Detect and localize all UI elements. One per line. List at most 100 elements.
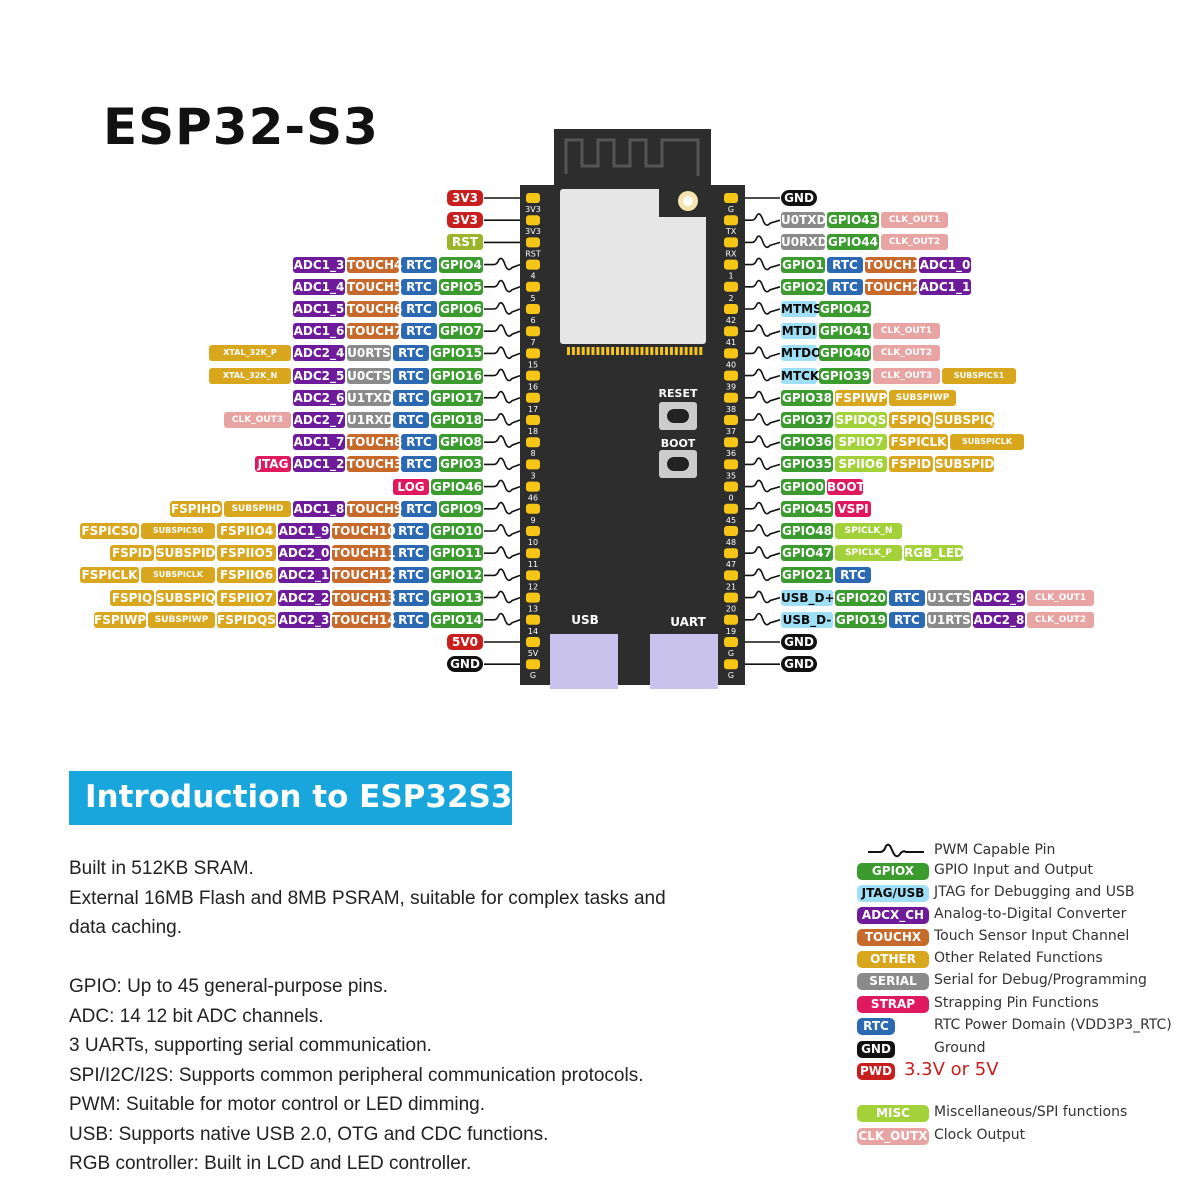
pin-label-spiio6: SPIIO6 — [835, 456, 887, 473]
pin-label-gpio48: GPIO48 — [781, 523, 833, 539]
module-pad — [581, 347, 585, 355]
intro-line: RGB controller: Built in LCD and LED con… — [69, 1153, 472, 1174]
left-header-pin — [526, 437, 540, 448]
pin-label-gpio3: GPIO3 — [439, 456, 483, 473]
right-pin-number: 2 — [728, 294, 733, 303]
pin-label-clk-out2: CLK_OUT2 — [1027, 611, 1094, 628]
pin-label-fspiio6: FSPIIO6 — [217, 567, 276, 584]
pwm-wave-icon — [745, 457, 781, 471]
right-header-pin — [724, 415, 738, 425]
left-header-pin — [526, 326, 540, 337]
pin-label-rtc: RTC — [393, 567, 429, 584]
right-header-pin — [724, 259, 738, 270]
module-pad — [650, 347, 654, 355]
intro-banner: Introduction to ESP32S3 — [69, 771, 512, 825]
pin-label-fspid: FSPID — [889, 456, 933, 473]
pin-label-gpio40: GPIO40 — [819, 345, 871, 362]
pwm-wave-icon — [745, 413, 781, 426]
left-pin-number: 16 — [528, 383, 538, 392]
right-header-pin — [724, 503, 738, 514]
reset-label: RESET — [659, 387, 698, 400]
pin-label-u1txd: U1TXD — [347, 389, 393, 406]
pin-label-gpio2: GPIO2 — [781, 278, 825, 295]
uart-connector — [650, 634, 718, 689]
pin-label-adc1-4: ADC1_4 — [293, 278, 345, 295]
legend-chip-adc: ADCX_CH — [857, 907, 929, 924]
pin-label-3v3: 3V3 — [447, 190, 483, 206]
pwm-wave-icon — [745, 435, 781, 448]
pin-label-rtc: RTC — [393, 545, 429, 562]
pin-label-gpio5: GPIO5 — [439, 278, 483, 295]
pin-label-mtck: MTCK — [781, 367, 820, 384]
pwm-wave-icon — [484, 457, 521, 471]
pwm-wave-icon — [745, 279, 781, 293]
left-pin-number: 3V3 — [525, 227, 541, 236]
legend-chip-power: PWD — [857, 1063, 895, 1080]
left-header-pin — [526, 370, 540, 381]
right-header-pin — [724, 215, 738, 226]
right-pin-number: 48 — [726, 538, 736, 547]
antenna-trace-icon — [564, 138, 700, 176]
right-pin-number: 19 — [726, 627, 736, 636]
pin-label-touch10: TOUCH10 — [332, 523, 396, 539]
pwm-wave-icon — [484, 368, 521, 382]
module-pad — [640, 347, 644, 355]
pin-label-rtc: RTC — [393, 523, 429, 539]
module-pad — [669, 347, 673, 355]
left-header-pin — [526, 614, 540, 625]
pwm-wave-icon — [484, 612, 521, 626]
pin-label-subspid: SUBSPID — [156, 545, 216, 562]
pin-label-gpio44: GPIO44 — [827, 234, 879, 251]
pin-label-gpio38: GPIO38 — [781, 389, 833, 406]
legend-text-power: 3.3V or 5V — [904, 1059, 999, 1080]
pwm-wave-icon — [868, 843, 924, 858]
pin-label-gpio39: GPIO39 — [819, 367, 871, 384]
left-pin-number: 18 — [528, 427, 538, 436]
left-pin-number: 9 — [530, 516, 535, 525]
pin-label-spiio7: SPIIO7 — [835, 434, 887, 451]
pin-label-touch6: TOUCH6 — [347, 301, 403, 317]
pin-label-gpio11: GPIO11 — [431, 545, 483, 562]
pin-label-u0cts: U0CTS — [347, 367, 391, 384]
pin-label-subspiq: SUBSPIQ — [156, 589, 216, 606]
module-pad — [655, 347, 659, 355]
reset-button-cap — [667, 409, 689, 423]
module-pad — [601, 347, 605, 355]
pin-label-gpio12: GPIO12 — [431, 567, 483, 584]
pin-label-u0rts: U0RTS — [347, 345, 391, 362]
right-header-pin — [724, 481, 738, 492]
left-header-pin — [526, 503, 540, 514]
pin-label-adc2-1: ADC2_1 — [278, 567, 330, 584]
pwm-wave-icon — [745, 590, 781, 604]
left-pin-number: 10 — [528, 538, 538, 547]
right-header-pin — [724, 570, 738, 581]
usb-connector — [550, 634, 618, 689]
left-pin-number: 5 — [530, 294, 535, 303]
pin-label-gpio0: GPIO0 — [781, 478, 825, 495]
legend-pwm-text: PWM Capable Pin — [934, 842, 1056, 858]
pwm-wave-icon — [484, 257, 521, 271]
legend-text-clk: Clock Output — [934, 1127, 1026, 1143]
right-header-pin — [724, 437, 738, 448]
pin-label-rtc: RTC — [401, 301, 437, 317]
pin-label-gpio37: GPIO37 — [781, 412, 833, 428]
right-header-pin — [724, 237, 738, 248]
pin-label-rtc: RTC — [393, 589, 429, 606]
pin-label-adc1-5: ADC1_5 — [293, 301, 345, 317]
legend-text-adc: Analog-to-Digital Converter — [934, 906, 1127, 922]
legend-chip-rtc: RTC — [857, 1018, 895, 1035]
pin-label-gpio10: GPIO10 — [431, 523, 483, 539]
right-pin-number: 38 — [726, 405, 736, 414]
module-pad — [586, 347, 590, 355]
left-header-pin — [526, 592, 540, 603]
pin-label-touch9: TOUCH9 — [347, 500, 403, 517]
right-pin-number: TX — [725, 227, 737, 236]
module-pad — [694, 347, 698, 355]
pwm-wave-icon — [745, 257, 781, 271]
pin-label-fspiio7: FSPIIO7 — [217, 589, 276, 606]
pwm-wave-icon — [745, 501, 781, 515]
right-header-pin — [724, 637, 738, 647]
pin-label-rtc: RTC — [393, 389, 429, 406]
pin-label-gpio15: GPIO15 — [431, 345, 483, 362]
